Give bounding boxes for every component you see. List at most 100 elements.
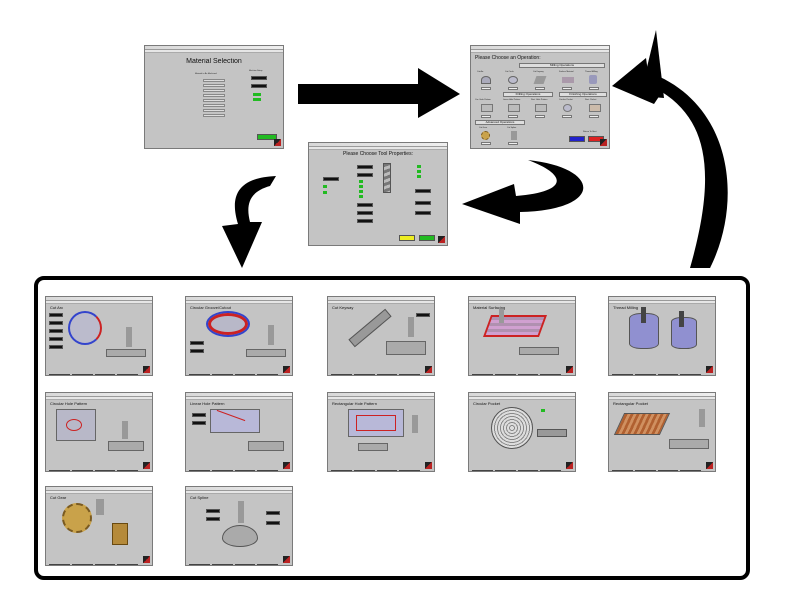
back-button[interactable]: [71, 470, 93, 471]
param-value[interactable]: [266, 511, 280, 515]
return-button[interactable]: [189, 564, 210, 565]
circ-pocket-icon[interactable]: [563, 104, 572, 112]
tool-option[interactable]: [359, 180, 363, 183]
material-option[interactable]: [203, 109, 225, 112]
generate-button[interactable]: [234, 374, 256, 375]
operation-screen-material-surfacing[interactable]: Material Surfacing: [468, 296, 576, 376]
param-value[interactable]: [49, 337, 63, 341]
operation-screen-cut-gear[interactable]: Cut Gear: [45, 486, 153, 566]
operation-screen-linear-hole-pattern[interactable]: Linear Hole Pattern: [185, 392, 293, 472]
param-value[interactable]: [49, 329, 63, 333]
cancel-button[interactable]: [399, 235, 415, 241]
back-button[interactable]: [569, 136, 585, 142]
param-value[interactable]: [49, 313, 63, 317]
view-button[interactable]: [399, 374, 421, 375]
view-button[interactable]: [257, 564, 279, 565]
operation-screen-circular-pocket[interactable]: Circular Pocket: [468, 392, 576, 472]
machine-value[interactable]: [251, 84, 267, 88]
back-button[interactable]: [634, 470, 656, 471]
generate-button[interactable]: [234, 470, 256, 471]
back-button[interactable]: [353, 470, 375, 471]
select-button[interactable]: [589, 115, 599, 118]
return-button[interactable]: [472, 470, 493, 471]
generate-button[interactable]: [94, 374, 116, 375]
select-button[interactable]: [481, 115, 491, 118]
operation-screen-rectangular-pocket[interactable]: Rectangular Pocket: [608, 392, 716, 472]
view-button[interactable]: [540, 470, 562, 471]
select-button[interactable]: [508, 142, 518, 145]
tool-value[interactable]: [415, 189, 431, 193]
select-button[interactable]: [562, 87, 572, 90]
tool-value[interactable]: [357, 165, 373, 169]
spline-icon[interactable]: [511, 131, 517, 140]
select-button[interactable]: [535, 87, 545, 90]
surface-icon[interactable]: [562, 77, 574, 83]
operation-screen-cut-spline[interactable]: Cut Spline: [185, 486, 293, 566]
param-value[interactable]: [190, 349, 204, 353]
view-button[interactable]: [117, 374, 139, 375]
cut-arc-icon[interactable]: [481, 76, 491, 84]
material-option[interactable]: [203, 94, 225, 97]
view-button[interactable]: [257, 374, 279, 375]
view-button[interactable]: [117, 564, 139, 565]
gear-icon[interactable]: [481, 131, 490, 140]
return-button[interactable]: [472, 374, 493, 375]
param-value[interactable]: [416, 313, 430, 317]
operation-screen-cut-arc[interactable]: Cut Arc: [45, 296, 153, 376]
operation-screen-cut-keyway[interactable]: Cut Keyway: [327, 296, 435, 376]
view-button[interactable]: [540, 374, 562, 375]
return-button[interactable]: [612, 470, 633, 471]
generate-button[interactable]: [94, 470, 116, 471]
generate-button[interactable]: [94, 564, 116, 565]
tool-option[interactable]: [323, 185, 327, 188]
rect-pocket-icon[interactable]: [589, 104, 601, 112]
select-button[interactable]: [481, 87, 491, 90]
param-value[interactable]: [49, 345, 63, 349]
return-button[interactable]: [331, 470, 352, 471]
operation-screen-circular-groove[interactable]: Circular Groove/Cutout: [185, 296, 293, 376]
tool-value[interactable]: [415, 211, 431, 215]
generate-button[interactable]: [517, 374, 539, 375]
tool-option[interactable]: [323, 191, 327, 194]
back-button[interactable]: [71, 374, 93, 375]
back-button[interactable]: [634, 374, 656, 375]
back-button[interactable]: [353, 374, 375, 375]
continue-button[interactable]: [419, 235, 435, 241]
return-button[interactable]: [612, 374, 633, 375]
tool-option[interactable]: [417, 170, 421, 173]
tool-value[interactable]: [357, 211, 373, 215]
return-button[interactable]: [189, 470, 210, 471]
view-button[interactable]: [399, 470, 421, 471]
select-button[interactable]: [589, 87, 599, 90]
tool-value[interactable]: [357, 219, 373, 223]
view-button[interactable]: [117, 470, 139, 471]
generate-button[interactable]: [517, 470, 539, 471]
back-button[interactable]: [211, 470, 233, 471]
param-value[interactable]: [266, 521, 280, 525]
param-value[interactable]: [192, 421, 206, 425]
machine-value[interactable]: [251, 76, 267, 80]
linear-hole-icon[interactable]: [508, 104, 520, 112]
select-button[interactable]: [562, 115, 572, 118]
thread-mill-icon[interactable]: [589, 75, 597, 84]
tool-value[interactable]: [357, 203, 373, 207]
rect-hole-icon[interactable]: [535, 104, 547, 112]
view-button[interactable]: [680, 470, 702, 471]
select-button[interactable]: [508, 115, 518, 118]
return-button[interactable]: [49, 564, 70, 565]
select-button[interactable]: [508, 87, 518, 90]
back-button[interactable]: [71, 564, 93, 565]
continue-button[interactable]: [257, 134, 277, 140]
back-button[interactable]: [211, 564, 233, 565]
back-button[interactable]: [211, 374, 233, 375]
generate-button[interactable]: [234, 564, 256, 565]
param-value[interactable]: [190, 341, 204, 345]
material-option[interactable]: [203, 99, 225, 102]
return-button[interactable]: [49, 374, 70, 375]
tool-option[interactable]: [359, 195, 363, 198]
back-button[interactable]: [494, 374, 516, 375]
material-option[interactable]: [203, 114, 225, 117]
view-button[interactable]: [680, 374, 702, 375]
tool-option[interactable]: [359, 190, 363, 193]
tool-value[interactable]: [357, 173, 373, 177]
